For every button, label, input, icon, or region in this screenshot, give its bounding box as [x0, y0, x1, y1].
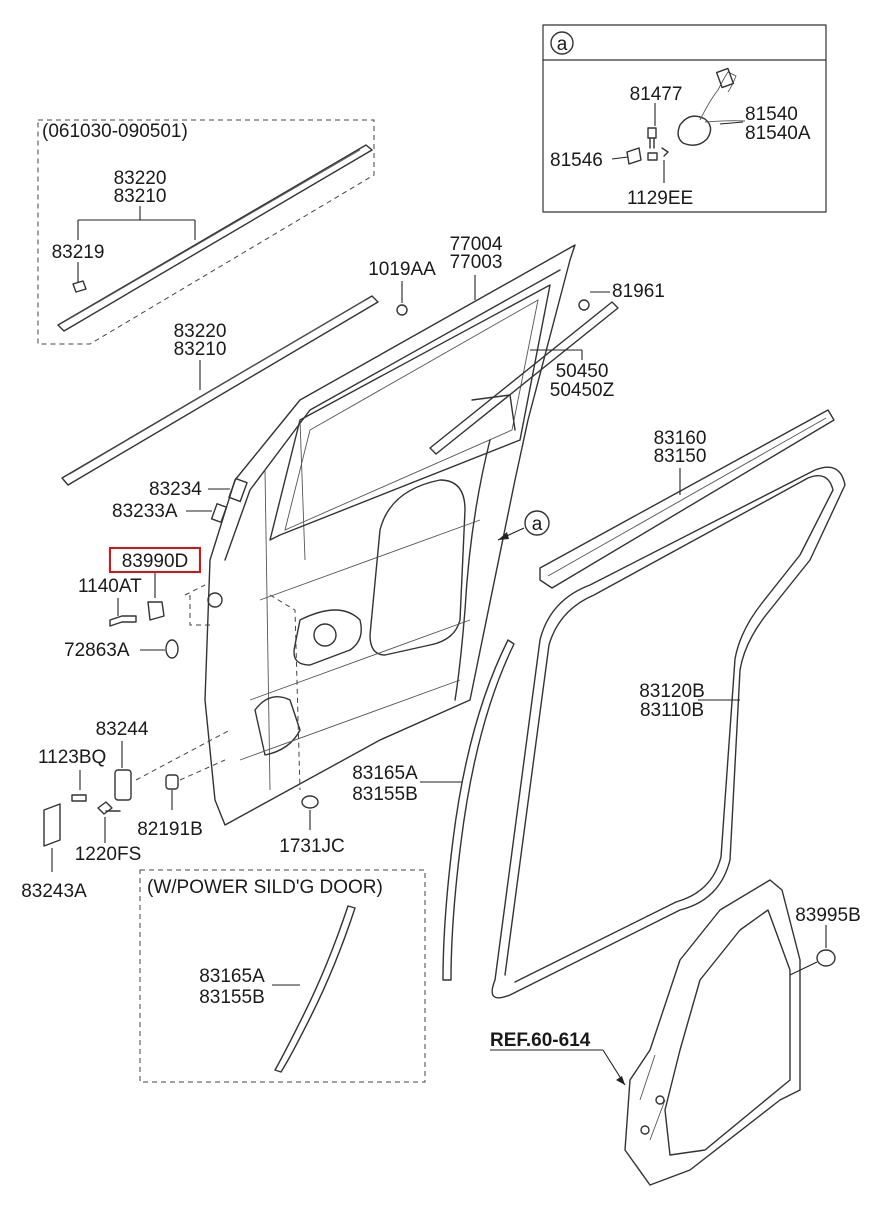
part-label-83120B: 83120B	[639, 681, 705, 702]
part-label-81540A: 81540A	[745, 123, 811, 144]
part-label-83220-early: 83220	[114, 168, 167, 189]
part-label-83155B: 83155B	[352, 784, 418, 805]
part-label-83244: 83244	[96, 719, 149, 740]
bolt-1140AT: 1140AT	[78, 576, 142, 627]
hinge-group: 83244 1123BQ 1220FS 83243A	[21, 719, 231, 902]
part-label-1019AA: 1019AA	[368, 259, 436, 280]
inset-marker-label: a	[557, 34, 568, 55]
reference-label: REF.60-614	[490, 1030, 591, 1051]
part-label-81546: 81546	[550, 150, 603, 171]
part-label-81961: 81961	[612, 281, 665, 302]
guide-83234: 83234 83233A	[112, 477, 248, 523]
part-label-83990D: 83990D	[122, 551, 189, 572]
body-side-pillar: REF.60-614	[490, 879, 801, 1186]
belt-moulding: 83220 83210	[61, 295, 379, 486]
inset-detail-box: a 81477 81540 81540A 81546 1129EE	[542, 24, 827, 213]
power-door-box-label: (W/POWER SILD'G DOOR)	[147, 877, 383, 898]
part-label-1220FS: 1220FS	[75, 844, 142, 865]
part-label-83210-early: 83210	[114, 186, 167, 207]
variant-box-label: (061030-090501)	[42, 121, 188, 142]
plug-1731JC: 1731JC	[269, 594, 345, 857]
part-label-83995B: 83995B	[795, 905, 861, 926]
sliding-door-panel	[204, 244, 576, 826]
inset-leader-lines	[611, 103, 744, 183]
part-label-50450Z: 50450Z	[550, 380, 615, 401]
part-label-1129EE: 1129EE	[627, 188, 693, 209]
part-label-77003: 77003	[450, 252, 503, 273]
part-label-81540: 81540	[745, 104, 798, 125]
door-seal-83120B: 83120B 83110B	[491, 466, 846, 999]
part-label-77004: 77004	[450, 234, 503, 255]
part-label-83243A: 83243A	[21, 881, 87, 902]
inset-marker-circle	[550, 31, 574, 55]
part-label-50450: 50450	[556, 361, 609, 382]
part-label-83219: 83219	[52, 242, 105, 263]
actuator-part	[677, 115, 712, 146]
clip-1019AA: 1019AA	[368, 259, 436, 316]
plug-83995B: 83995B	[789, 905, 861, 976]
part-label-83155B-power: 83155B	[199, 987, 265, 1008]
power-door-box: (W/POWER SILD'G DOOR) 83165A 83155B	[139, 869, 426, 1083]
part-label-83160: 83160	[654, 428, 707, 449]
part-label-83110B: 83110B	[640, 700, 704, 721]
striker-83990D: 83990D	[109, 547, 210, 626]
channel-50450: 81961 50450 50450Z	[429, 281, 665, 455]
grommet-72863A: 72863A	[64, 639, 179, 661]
belt-moulding-early	[57, 144, 373, 332]
part-label-1140AT: 1140AT	[78, 576, 142, 597]
part-label-83165A: 83165A	[352, 763, 418, 784]
part-label-83234: 83234	[149, 479, 202, 500]
part-label-81477: 81477	[630, 84, 683, 105]
detail-marker: a	[497, 510, 550, 541]
bumper-82191B: 82191B	[137, 774, 203, 840]
detail-marker-label: a	[532, 514, 543, 535]
variant-box-061030-090501: (061030-090501) 83220 83210 83219	[37, 119, 375, 345]
part-label-83165A-power: 83165A	[199, 966, 265, 987]
part-label-83150: 83150	[654, 446, 707, 467]
part-label-1123BQ: 1123BQ	[38, 747, 106, 768]
part-label-83210: 83210	[174, 339, 227, 360]
trim-strip-83165A: 83165A 83155B	[352, 639, 515, 981]
part-label-1731JC: 1731JC	[279, 836, 345, 857]
part-label-82191B: 82191B	[137, 819, 203, 840]
weatherstrip-83160: 83160 83150	[539, 409, 835, 589]
highlight-box	[109, 547, 201, 573]
part-label-83220: 83220	[174, 321, 227, 342]
part-label-72863A: 72863A	[64, 640, 130, 661]
part-label-83233A: 83233A	[112, 501, 178, 522]
